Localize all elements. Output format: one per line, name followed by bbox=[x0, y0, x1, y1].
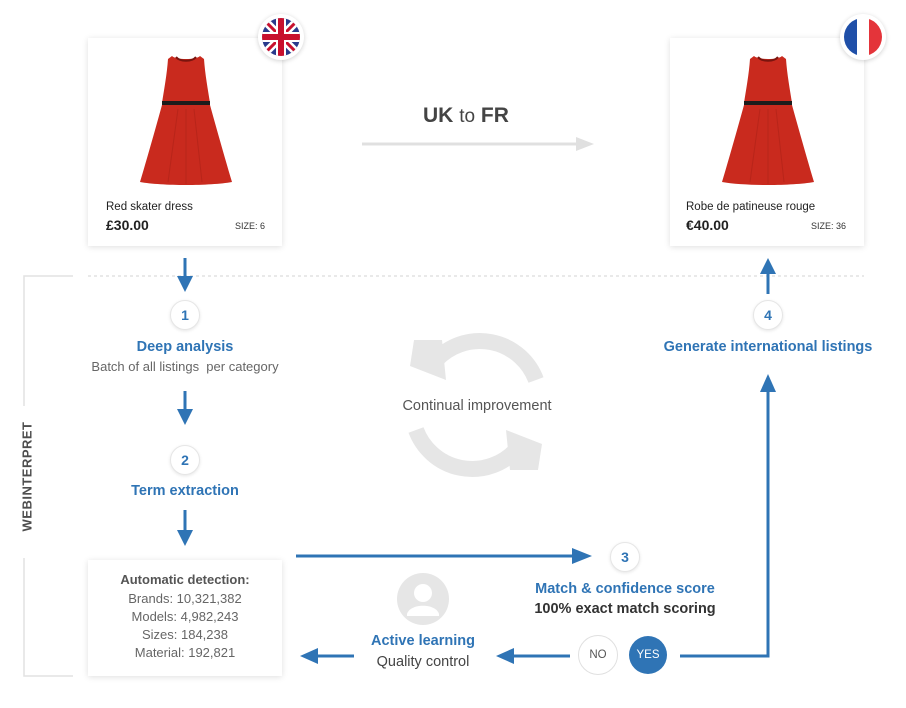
uk-product-name: Red skater dress bbox=[106, 201, 193, 213]
continual-improvement-label: Continual improvement bbox=[402, 398, 552, 414]
dress-image bbox=[140, 56, 232, 185]
detection-models: Models: 4,982,243 bbox=[131, 609, 239, 624]
step-4-title: Generate international listings bbox=[663, 339, 873, 355]
arrow-yes-to-step4 bbox=[680, 374, 776, 658]
detection-material: Material: 192,821 bbox=[134, 645, 236, 660]
uk-product-size: SIZE: 6 bbox=[235, 221, 266, 231]
cycle-arrows-icon bbox=[408, 333, 544, 477]
user-avatar-icon bbox=[397, 573, 449, 625]
yes-decision: YES bbox=[629, 636, 667, 674]
arrow-down-to-detection bbox=[177, 510, 193, 546]
heading-to: FR bbox=[480, 104, 509, 127]
arrow-active-learning-to-detection bbox=[300, 648, 354, 664]
automatic-detection-box: Automatic detection: Brands: 10,321,382 … bbox=[88, 560, 282, 676]
heading-connector: to bbox=[459, 106, 476, 127]
step-3-badge: 3 bbox=[610, 542, 640, 572]
france-flag-icon bbox=[840, 14, 886, 60]
arrow-down-to-step1 bbox=[177, 258, 193, 292]
uk-to-fr-arrow bbox=[362, 137, 594, 151]
uk-flag-icon bbox=[258, 14, 304, 60]
step-1-title: Deep analysis bbox=[136, 339, 234, 355]
step-2-badge: 2 bbox=[170, 445, 200, 475]
detection-sizes: Sizes: 184,238 bbox=[141, 627, 228, 642]
active-learning-subtitle: Quality control bbox=[376, 654, 470, 670]
step-2-title: Term extraction bbox=[131, 483, 239, 499]
dotted-divider bbox=[88, 275, 864, 277]
arrow-detection-to-step3 bbox=[296, 548, 592, 564]
arrow-step4-to-fr-card bbox=[760, 258, 776, 294]
step-4-badge: 4 bbox=[753, 300, 783, 330]
active-learning-title: Active learning bbox=[371, 633, 475, 649]
uk-product-price: £30.00 bbox=[106, 217, 149, 233]
arrow-down-to-step2 bbox=[177, 391, 193, 425]
fr-product-card: Robe de patineuse rouge €40.00 SIZE: 36 bbox=[670, 38, 864, 246]
fr-product-size: SIZE: 36 bbox=[811, 221, 847, 231]
detection-title: Automatic detection: bbox=[120, 572, 250, 587]
step-3-title: Match & confidence score bbox=[535, 581, 715, 597]
dress-image bbox=[722, 56, 814, 185]
heading-from: UK bbox=[423, 104, 454, 127]
fr-product-name: Robe de patineuse rouge bbox=[686, 201, 816, 213]
step-3-subtitle: 100% exact match scoring bbox=[534, 601, 716, 617]
step-1-subtitle: Batch of all listings per category bbox=[91, 359, 279, 374]
uk-product-card: Red skater dress £30.00 SIZE: 6 bbox=[88, 38, 282, 246]
detection-brands: Brands: 10,321,382 bbox=[128, 591, 242, 606]
webinterpret-bracket bbox=[23, 275, 73, 677]
webinterpret-label: WEBINTERPRET bbox=[19, 421, 35, 532]
fr-product-price: €40.00 bbox=[686, 217, 729, 233]
step-1-badge: 1 bbox=[170, 300, 200, 330]
arrow-no-to-active-learning bbox=[496, 648, 570, 664]
no-decision: NO bbox=[578, 635, 618, 675]
translation-heading: UK to FR bbox=[423, 104, 509, 128]
